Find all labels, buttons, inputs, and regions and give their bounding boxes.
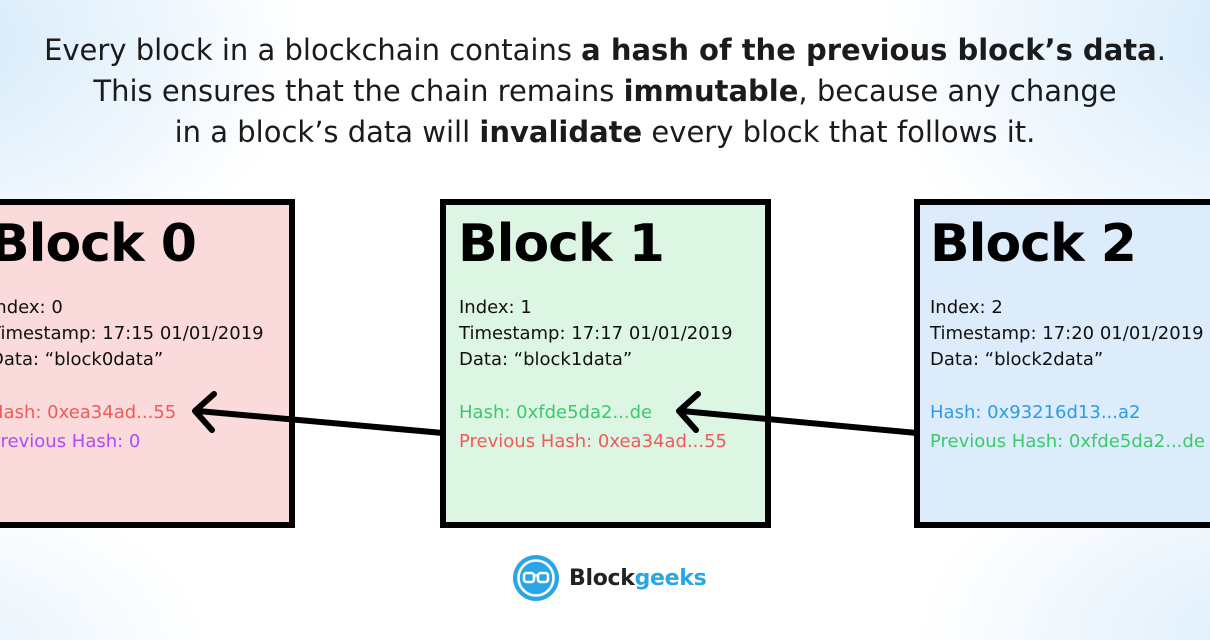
intro-line-2: This ensures that the chain remains immu… xyxy=(93,74,1117,108)
block-1-index: Index: 1 xyxy=(459,297,532,318)
block-1: Block 1 Index: 1 Timestamp: 17:17 01/01/… xyxy=(440,199,771,528)
block-0-title: Block 0 xyxy=(0,214,197,274)
geek-glasses-logo-icon xyxy=(513,555,559,601)
block-0-data: Data: “block0data” xyxy=(0,349,164,370)
block-1-title: Block 1 xyxy=(458,214,665,274)
intro-line-1: Every block in a blockchain contains a h… xyxy=(44,33,1166,67)
block-1-previous-hash: Previous Hash: 0xea34ad...55 xyxy=(459,431,728,452)
block-1-hash: Hash: 0xfde5da2...de xyxy=(459,402,653,423)
block-0: Block 0 Index: 0 Timestamp: 17:15 01/01/… xyxy=(0,199,295,528)
block-2: Block 2 Index: 2 Timestamp: 17:20 01/01/… xyxy=(914,199,1210,528)
block-0-hash: Hash: 0xea34ad...55 xyxy=(0,402,177,423)
brand-name: Blockgeeks xyxy=(569,565,707,591)
intro-line-3: in a block’s data will invalidate every … xyxy=(174,115,1036,149)
block-2-data: Data: “block2data” xyxy=(930,349,1104,370)
block-2-timestamp: Timestamp: 17:20 01/01/2019 xyxy=(930,323,1204,344)
block-0-previous-hash: Previous Hash: 0 xyxy=(0,431,141,452)
arrow-block1-to-block0 xyxy=(192,391,446,436)
block-0-timestamp: Timestamp: 17:15 01/01/2019 xyxy=(0,323,264,344)
block-1-timestamp: Timestamp: 17:17 01/01/2019 xyxy=(459,323,733,344)
block-0-index: Index: 0 xyxy=(0,297,63,318)
blockgeeks-brand: Blockgeeks xyxy=(513,555,707,601)
arrow-block2-to-block1 xyxy=(676,391,920,436)
block-2-index: Index: 2 xyxy=(930,297,1003,318)
block-2-title: Block 2 xyxy=(930,214,1137,274)
block-2-hash: Hash: 0x93216d13...a2 xyxy=(930,402,1141,423)
block-1-data: Data: “block1data” xyxy=(459,349,633,370)
block-2-previous-hash: Previous Hash: 0xfde5da2...de xyxy=(930,431,1205,452)
intro-heading: Every block in a blockchain contains a h… xyxy=(0,30,1210,153)
